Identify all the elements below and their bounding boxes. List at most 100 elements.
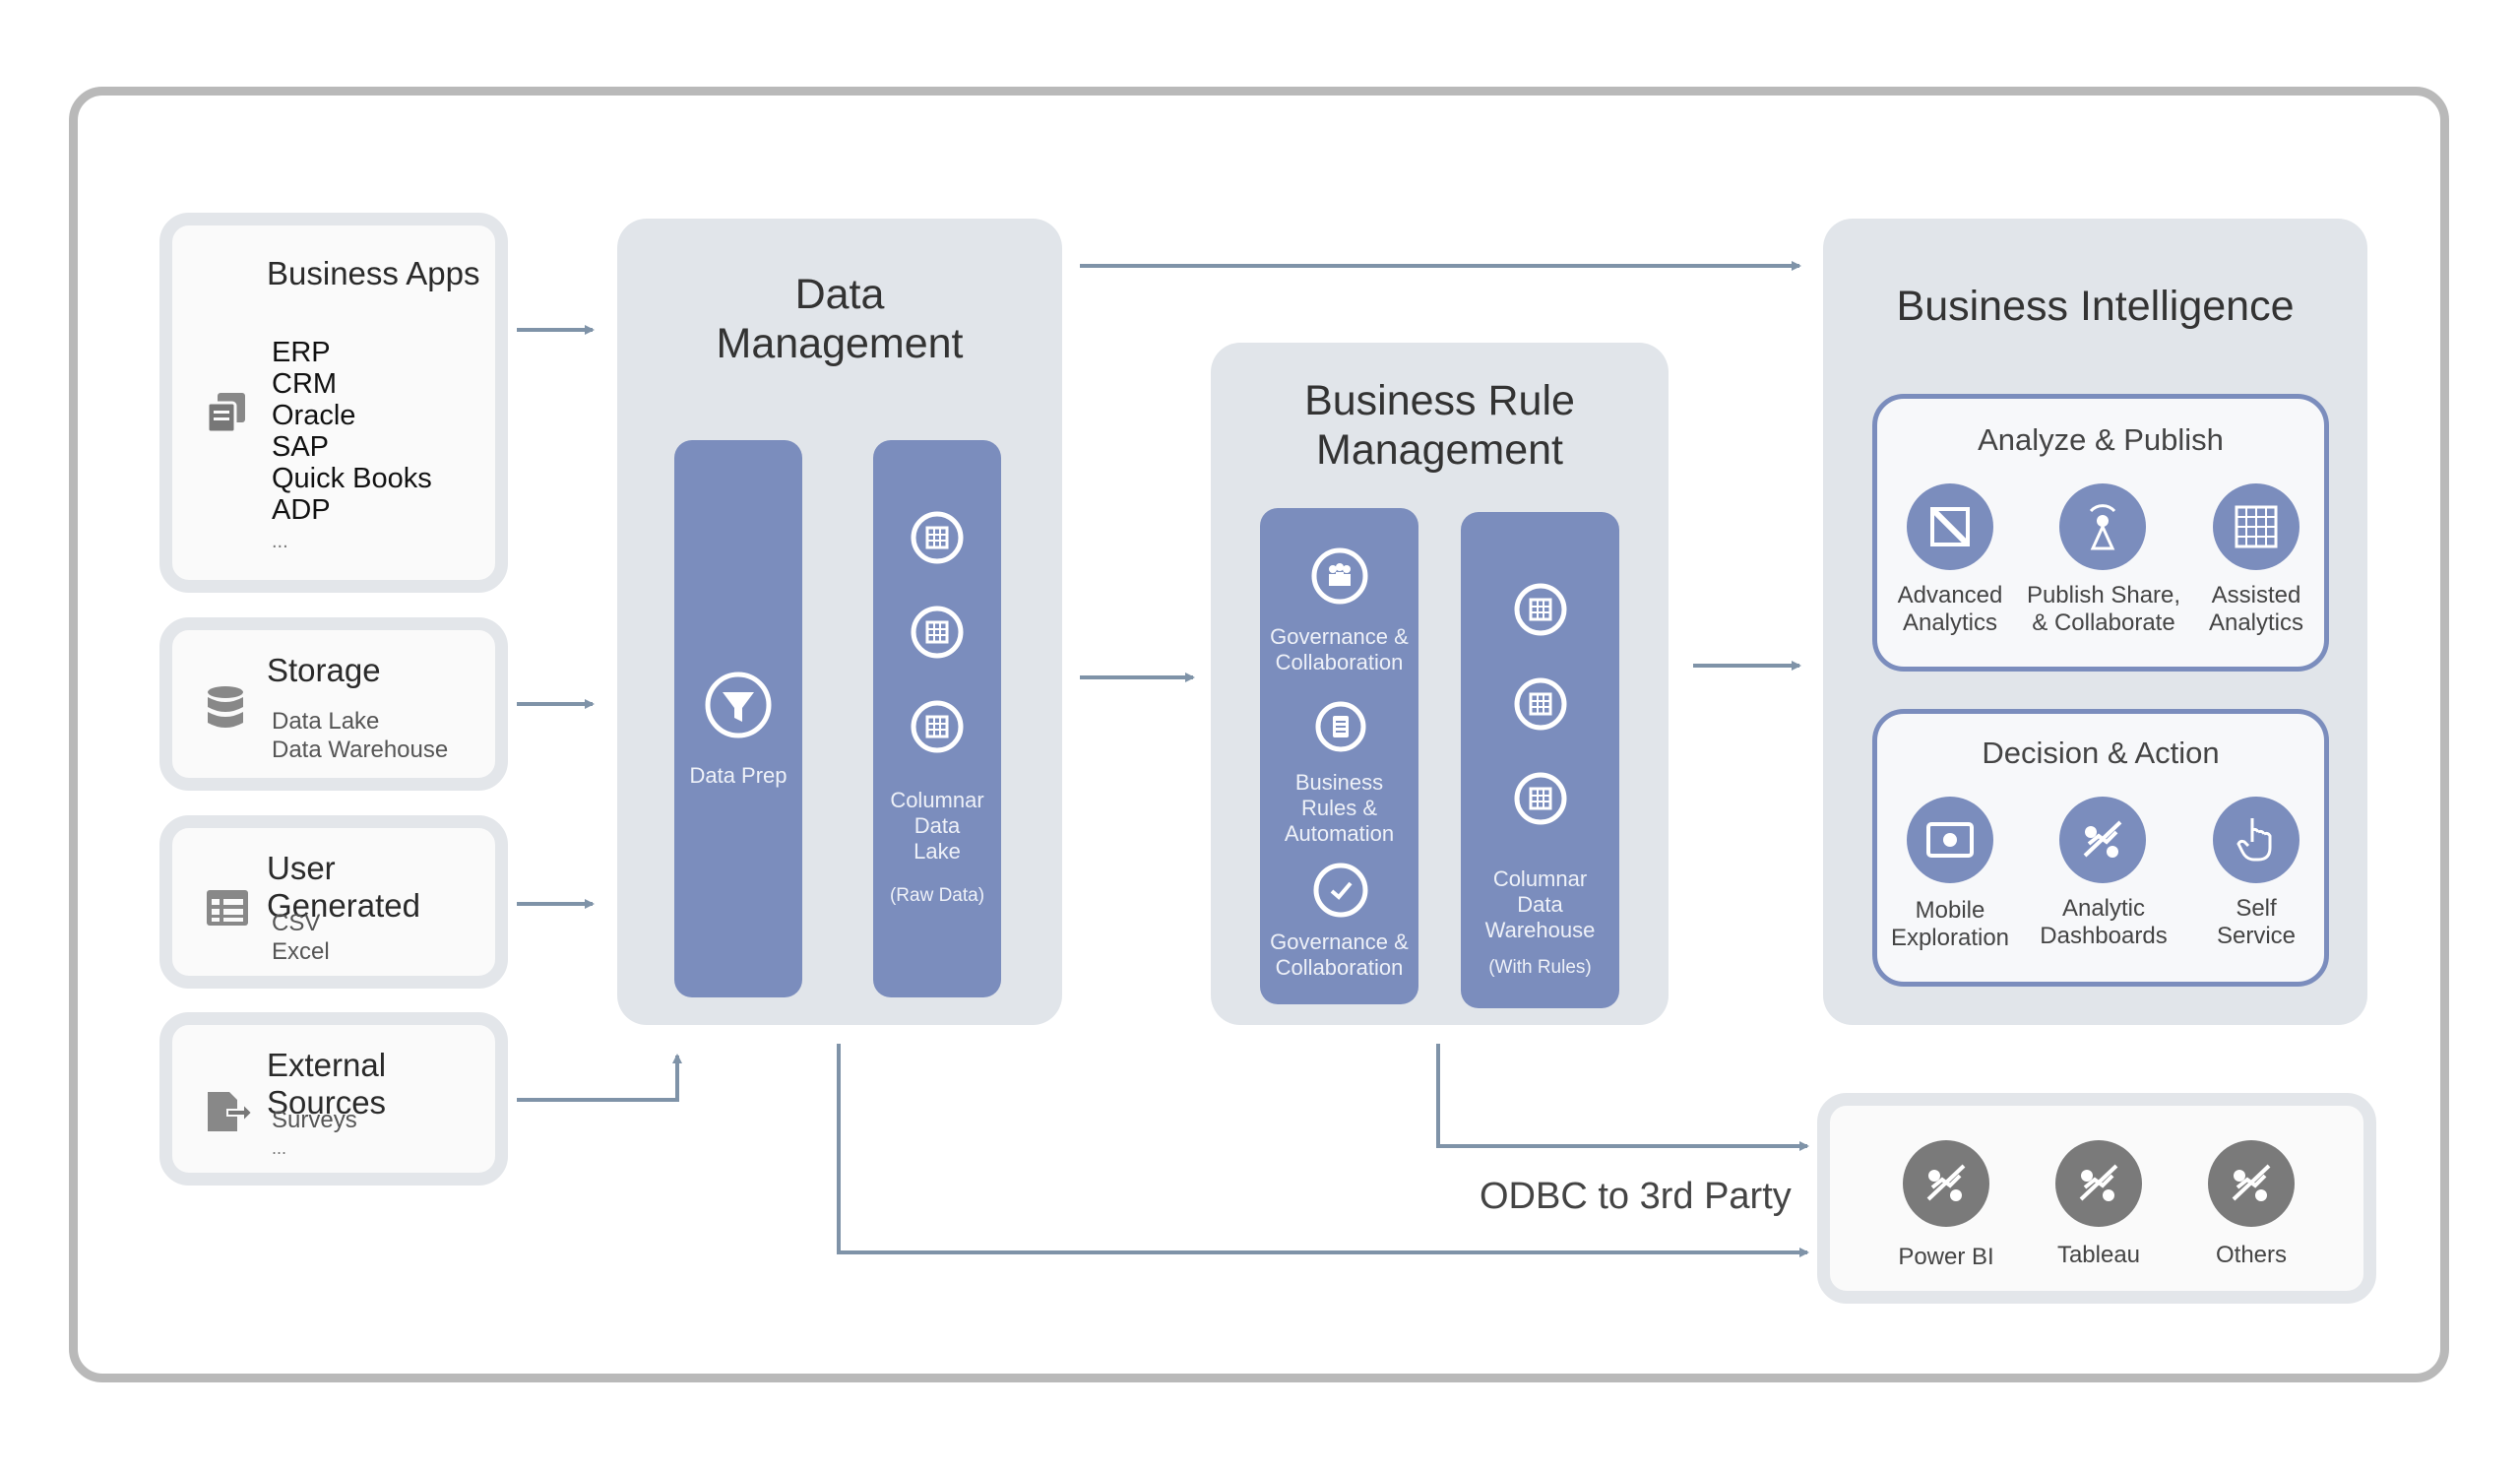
grid-icon <box>1514 772 1567 830</box>
third-party-tools-card: Power BI Tableau Others <box>1817 1093 2376 1304</box>
columnar-data-lake-label: Columnar Data Lake <box>873 788 1001 865</box>
label-line: Data <box>914 813 961 838</box>
grid-icon <box>911 606 964 664</box>
list-item: SAP <box>272 431 330 463</box>
database-icon <box>206 685 245 736</box>
diagram-frame <box>69 87 2449 1382</box>
analyze-publish-box: Analyze & Publish Advanced Analytics Pub… <box>1872 394 2329 672</box>
decision-action-box: Decision & Action Mobile Exploration Ana… <box>1872 709 2329 987</box>
governance-collaboration-label: Governance & Collaboration <box>1260 624 1418 675</box>
label-line: Warehouse <box>1484 918 1596 942</box>
label-line: Analytics <box>2208 609 2304 636</box>
raw-data-note: (Raw Data) <box>889 885 985 906</box>
list-item: Oracle <box>272 400 356 431</box>
grid-icon <box>911 511 964 569</box>
label-line: Mobile <box>1915 897 1985 924</box>
title-line: Management <box>1316 426 1563 474</box>
columnar-data-warehouse-label: Columnar Data Warehouse <box>1461 866 1619 943</box>
arrow-external-to-dm <box>517 1054 682 1102</box>
label-line: Advanced <box>1897 582 2003 609</box>
business-intelligence-title: Business Intelligence <box>1896 283 2295 330</box>
list-item: Excel <box>272 938 330 965</box>
data-management-title: Data Management <box>617 270 1062 368</box>
list-item: CSV <box>272 910 321 936</box>
label-line: Publish Share, <box>2026 582 2181 609</box>
spreadsheet-icon <box>206 889 249 931</box>
table-grid-icon <box>2213 483 2300 570</box>
analytics-icon <box>2055 1140 2142 1227</box>
label-line: Governance & <box>1270 624 1409 649</box>
mobile-screen-icon <box>1907 797 1993 883</box>
storage-list: Data Lake Data Warehouse <box>272 707 448 764</box>
label-line: Analytic <box>2061 895 2146 922</box>
arrow-dm-to-3rd <box>837 1044 1809 1257</box>
external-sources-title: External Sources <box>267 1047 387 1121</box>
title-line: Data <box>794 271 885 318</box>
title-line: Business Rule <box>1304 377 1575 424</box>
publish-share-label: Publish Share, & Collaborate <box>2025 582 2182 637</box>
columnar-data-lake-column: Columnar Data Lake (Raw Data) <box>873 440 1001 997</box>
label-line: Collaboration <box>1275 955 1404 980</box>
data-prep-column: Data Prep <box>674 440 802 997</box>
label-line: Data <box>1517 892 1563 917</box>
label-line: Columnar <box>890 788 984 812</box>
business-rule-management-title: Business Rule Management <box>1211 376 1669 475</box>
documents-icon <box>206 391 249 439</box>
business-intelligence-panel: Business Intelligence Analyze & Publish … <box>1823 219 2367 1025</box>
list-item: ... <box>272 531 288 552</box>
title-line: Management <box>716 320 964 367</box>
assisted-analytics-label: Assisted Analytics <box>2188 582 2324 637</box>
label-line: Self <box>2236 895 2277 922</box>
analytics-icon <box>2208 1140 2295 1227</box>
label-line: Service <box>2216 923 2297 949</box>
tableau-label: Tableau <box>2056 1242 2141 1268</box>
label-line: Analytics <box>1902 609 1998 636</box>
user-generated-title: User Generated <box>267 850 420 924</box>
grid-icon <box>911 700 964 758</box>
data-management-panel: Data Management Data Prep Columnar Data … <box>617 219 1062 1025</box>
power-bi-label: Power BI <box>1898 1244 1994 1270</box>
pointer-hand-icon <box>2213 797 2300 883</box>
mobile-exploration-label: Mobile Exploration <box>1882 897 2018 952</box>
label-line: & Collaborate <box>2032 609 2175 636</box>
label-line: Collaboration <box>1275 650 1404 674</box>
label-line: Governance & <box>1270 929 1409 954</box>
business-rules-automation-label: Business Rules & Automation <box>1260 770 1418 847</box>
storage-title: Storage <box>267 652 381 688</box>
business-rule-management-panel: Business Rule Management Governance & Co… <box>1211 343 1669 1025</box>
broadcast-icon <box>2059 483 2146 570</box>
with-rules-note: (With Rules) <box>1488 957 1592 978</box>
storage-card: Storage Data Lake Data Warehouse <box>159 617 508 791</box>
people-icon <box>1311 547 1368 609</box>
arrow-brm-to-3rd <box>1436 1044 1809 1151</box>
list-item: CRM <box>272 368 338 400</box>
list-item: ERP <box>272 337 331 368</box>
grid-icon <box>1514 677 1567 736</box>
list-item: ... <box>272 1138 287 1158</box>
check-icon <box>1313 863 1368 923</box>
decision-action-title: Decision & Action <box>1982 736 2220 770</box>
grid-icon <box>1514 583 1567 641</box>
label-line: Business <box>1294 770 1384 795</box>
list-item: Data Lake <box>272 708 380 735</box>
user-generated-list: CSV Excel <box>272 909 330 966</box>
business-apps-title: Business Apps <box>267 255 480 291</box>
list-item: ADP <box>272 494 331 526</box>
label-line: Dashboards <box>2040 923 2168 949</box>
advanced-analytics-label: Advanced Analytics <box>1882 582 2018 637</box>
governance-collaboration-label: Governance & Collaboration <box>1260 929 1418 981</box>
analytics-icon <box>1903 1140 1989 1227</box>
odbc-label: ODBC to 3rd Party <box>1480 1176 1792 1217</box>
external-sources-card: External Sources Surveys ... <box>159 1012 508 1186</box>
label-line: Assisted <box>2211 582 2301 609</box>
label-line: Lake <box>914 839 961 864</box>
document-icon <box>1315 701 1366 757</box>
label-line: Exploration <box>1890 925 2010 951</box>
columnar-data-warehouse-column: Columnar Data Warehouse (With Rules) <box>1461 512 1619 1008</box>
analyze-publish-title: Analyze & Publish <box>1978 422 2224 457</box>
data-prep-label: Data Prep <box>689 763 788 788</box>
label-line: Rules & <box>1300 796 1378 820</box>
analytic-dashboards-label: Analytic Dashboards <box>2025 895 2182 950</box>
export-file-icon <box>206 1090 254 1138</box>
